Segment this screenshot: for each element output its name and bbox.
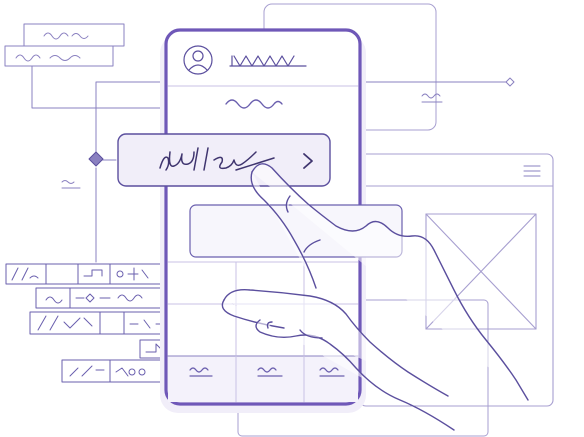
browser-window-wireframe [359, 153, 554, 407]
bottom-tab-bar [167, 355, 359, 403]
cta-button[interactable] [117, 133, 331, 187]
user-icon [183, 45, 213, 75]
sketch-data-table [5, 263, 171, 383]
diamond-icon [88, 151, 104, 167]
sticky-notes [4, 23, 125, 67]
tab-item-1[interactable] [189, 367, 213, 377]
hamburger-menu-icon [523, 165, 541, 177]
tab-item-3[interactable] [319, 367, 345, 377]
tab-item-2[interactable] [257, 367, 283, 377]
phone-header [167, 45, 359, 87]
hand-sketch [221, 163, 529, 431]
cta-label-scribble [159, 147, 275, 171]
header-title-scribble [229, 55, 307, 67]
diamond-icon [505, 77, 515, 87]
chevron-right-icon [303, 153, 313, 169]
subtitle-scribble [225, 99, 283, 109]
